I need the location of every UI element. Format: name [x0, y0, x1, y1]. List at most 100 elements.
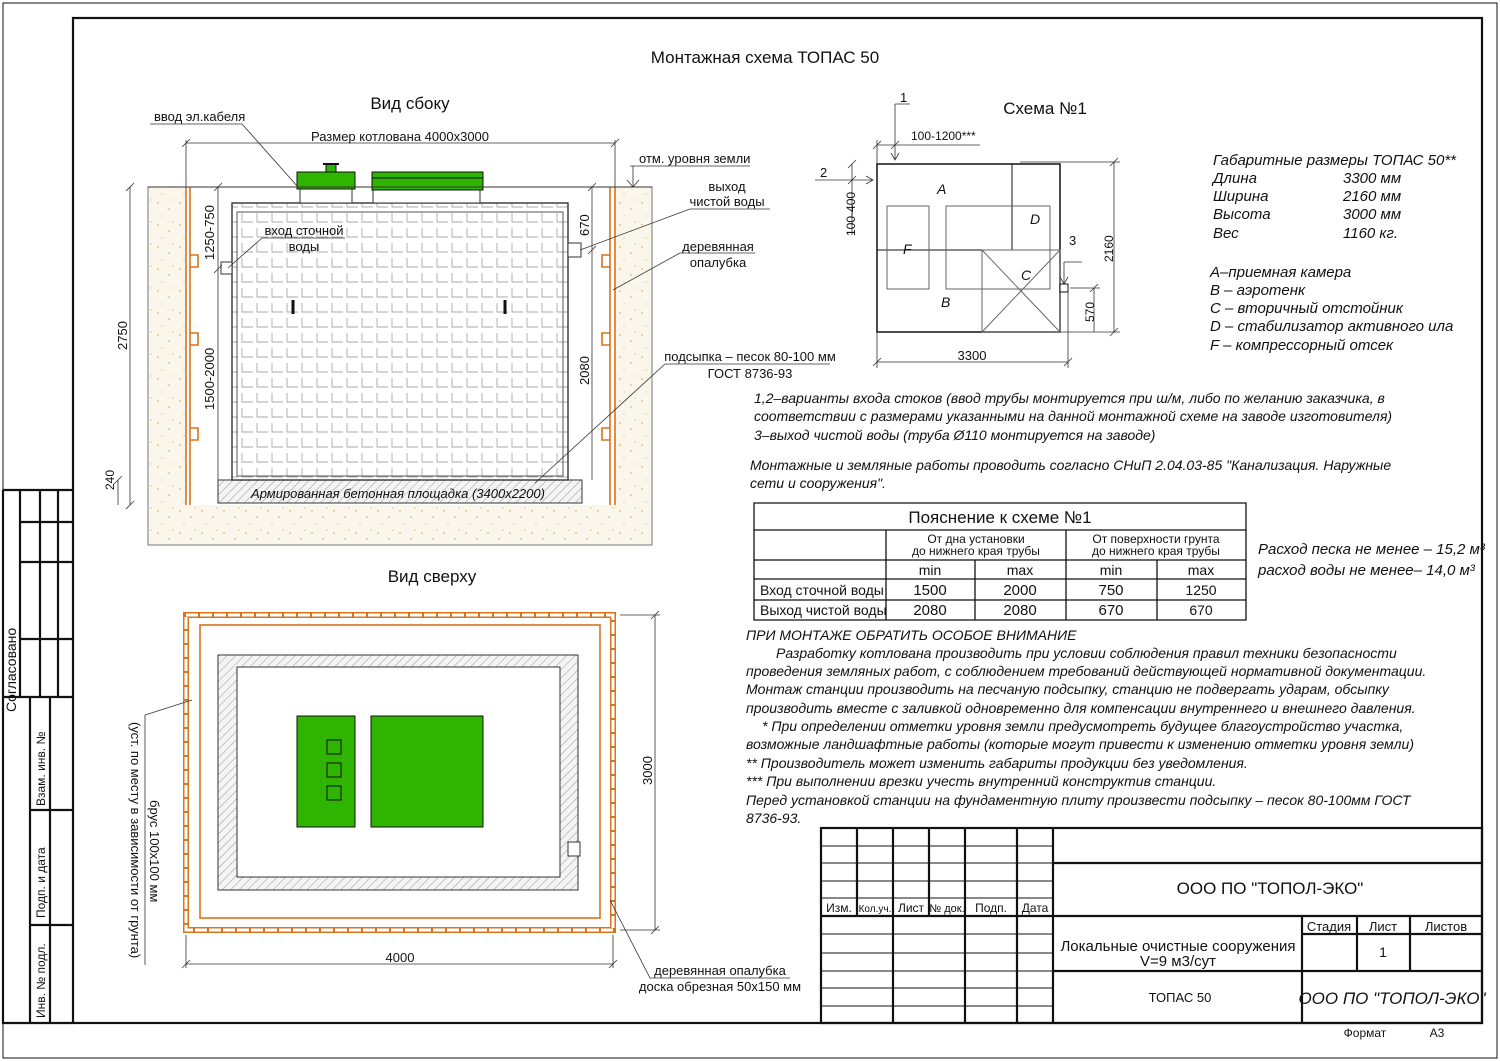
group-header: до нижнего края трубы — [912, 544, 1040, 558]
project-name: Локальные очистные сооружения — [1060, 938, 1295, 955]
attention-line: Разработку котлована производить при усл… — [776, 645, 1397, 661]
attention-line: ** Производитель может изменить габариты… — [746, 755, 1248, 771]
sand-consumption: Расход песка не менее – 15,2 м³ — [1258, 541, 1486, 558]
top-view: Вид сверху 4000 3000 деревянная опалубка… — [128, 567, 801, 994]
zone-a: A — [936, 181, 946, 197]
dim-width: 2160 — [1102, 235, 1116, 262]
col-header: Дата — [1022, 901, 1049, 915]
attention-heading: ПРИ МОНТАЖЕ ОБРАТИТЬ ОСОБОЕ ВНИМАНИЕ — [746, 627, 1077, 643]
top-formwork-label-2: доска обрезная 50х150 мм — [639, 979, 801, 994]
tank-body — [231, 202, 569, 481]
pit-size-label: Размер котлована 4000х3000 — [311, 129, 489, 144]
row-label: Выход чистой воды — [760, 602, 887, 618]
sub-header: max — [1188, 562, 1214, 578]
main-lid[interactable] — [371, 171, 484, 191]
dim-inlet-bottom: 1500-2000 — [202, 348, 217, 410]
note-line: сети и сооружения". — [750, 475, 886, 491]
dim-outlet: 570 — [1083, 302, 1097, 322]
spec-label: Вес — [1213, 225, 1239, 242]
notes: 1,2–варианты входа стоков (ввод трубы мо… — [750, 390, 1392, 491]
dim-total: 2750 — [115, 321, 130, 350]
sheet-value: 1 — [1379, 944, 1387, 960]
col-header: Подп. — [975, 901, 1007, 915]
explanation-table: Пояснение к схеме №1 От дна установки до… — [753, 502, 1247, 621]
scheme-1: Схема №1 A B C D F 1 2 3 100-1200*** 100… — [815, 90, 1120, 368]
stage-label: Стадия — [1307, 919, 1351, 934]
cell: 2080 — [913, 602, 946, 619]
project-capacity: V=9 м3/сут — [1140, 953, 1216, 970]
attention-line: проведения земляных работ, с соблюдением… — [746, 663, 1426, 679]
spec-label: Ширина — [1213, 188, 1268, 205]
spec-label: Длина — [1211, 170, 1257, 187]
title-block: Изм. Кол.уч. Лист № док. Подп. Дата ООО … — [819, 826, 1487, 1040]
dim-inlet2: 100-400 — [844, 192, 858, 236]
sand-label-2: ГОСТ 8736-93 — [708, 366, 793, 381]
sub-header: min — [919, 562, 942, 578]
zone-f: F — [903, 241, 913, 257]
col-header: № док. — [929, 903, 964, 915]
company-name: ООО ПО "ТОПОЛ-ЭКО" — [1177, 879, 1364, 898]
dim-outlet-bottom: 2080 — [577, 356, 592, 385]
product-name: ТОПАС 50 — [1149, 990, 1212, 1005]
legend-item: F – компрессорный отсек — [1210, 337, 1394, 354]
sub-header: min — [1100, 562, 1123, 578]
format-value: А3 — [1430, 1026, 1445, 1040]
outlet-pipe — [567, 242, 582, 258]
outlet-label-2: чистой воды — [689, 194, 764, 209]
group-header: до нижнего края трубы — [1092, 544, 1220, 558]
beam-label-2: (уст. по месту в зависимости от грунта) — [128, 722, 143, 958]
cell: 1500 — [913, 582, 946, 599]
cell: 750 — [1098, 582, 1123, 599]
agreed-label: Согласовано — [3, 628, 19, 712]
formwork-boards — [185, 187, 616, 505]
col-header: Кол.уч. — [859, 904, 892, 915]
note-line: соответствии с размерами указанными на д… — [754, 408, 1392, 424]
slab-label: Армированная бетонная площадка (3400х220… — [250, 486, 545, 501]
dim-outlet-top: 670 — [577, 214, 592, 236]
cable-inlet-label: ввод эл.кабеля — [154, 109, 245, 124]
sign-date-label: Подп. и дата — [34, 847, 48, 918]
attention-line: * При определении отметки уровня земли п… — [762, 718, 1403, 734]
sub-header: max — [1007, 562, 1033, 578]
side-stamp: Согласовано Взам. инв. № Подп. и дата Ин… — [1, 488, 73, 1025]
group-header: От дна установки — [927, 532, 1024, 546]
spec-value: 2160 мм — [1342, 188, 1401, 205]
attention-notes: ПРИ МОНТАЖЕ ОБРАТИТЬ ОСОБОЕ ВНИМАНИЕ Раз… — [746, 627, 1426, 826]
cell: 1250 — [1185, 582, 1216, 598]
attention-line: возможные ландшафтные работы (которые мо… — [746, 736, 1414, 752]
legend-item: B – аэротенк — [1210, 282, 1306, 299]
attention-line: производить вместе с заливкой одновремен… — [746, 700, 1416, 716]
formwork-label-1: деревянная — [682, 239, 754, 254]
legend-item: D – стабилизатор активного ила — [1210, 318, 1453, 335]
sheet-label: Лист — [1369, 919, 1397, 934]
inlet-label-1: вход сточной — [264, 223, 343, 238]
top-formwork-label-1: деревянная опалубка — [654, 963, 786, 978]
note-line: 1,2–варианты входа стоков (ввод трубы мо… — [754, 390, 1385, 406]
specs: Габаритные размеры ТОПАС 50** Длина 3300… — [1209, 152, 1457, 354]
cell: 670 — [1189, 602, 1213, 618]
marker-2: 2 — [820, 165, 827, 180]
attention-line: Монтаж станции производить на песчаную п… — [746, 681, 1390, 697]
attention-line: Перед установкой станции на фундаментную… — [746, 792, 1412, 808]
replace-inv-label: Взам. инв. № — [34, 732, 48, 806]
compressor-lid-top[interactable] — [296, 715, 356, 828]
sand-label-1: подсыпка – песок 80-100 мм — [664, 349, 836, 364]
page-title: Монтажная схема ТОПАС 50 — [651, 48, 879, 67]
dim-inlet1: 100-1200*** — [911, 129, 976, 143]
water-consumption: расход воды не менее– 14,0 м³ — [1257, 562, 1476, 579]
dim-slab: 240 — [103, 470, 117, 490]
legend-item: A–приемная камера — [1209, 264, 1351, 281]
zone-b: B — [941, 294, 950, 310]
dim-length: 3300 — [958, 348, 987, 363]
ground-level-label: отм. уровня земли — [639, 151, 750, 166]
dim-inlet-top: 1250-750 — [202, 205, 217, 260]
formwork-beams — [190, 254, 610, 441]
spec-value: 1160 кг. — [1343, 225, 1398, 242]
main-lid-top[interactable] — [370, 715, 484, 828]
inv-orig-label: Инв. № подл. — [34, 943, 48, 1018]
compressor-lid[interactable] — [296, 171, 356, 190]
spec-value: 3300 мм — [1343, 170, 1401, 187]
zone-c: C — [1021, 267, 1032, 283]
scheme-title: Схема №1 — [1003, 99, 1087, 118]
